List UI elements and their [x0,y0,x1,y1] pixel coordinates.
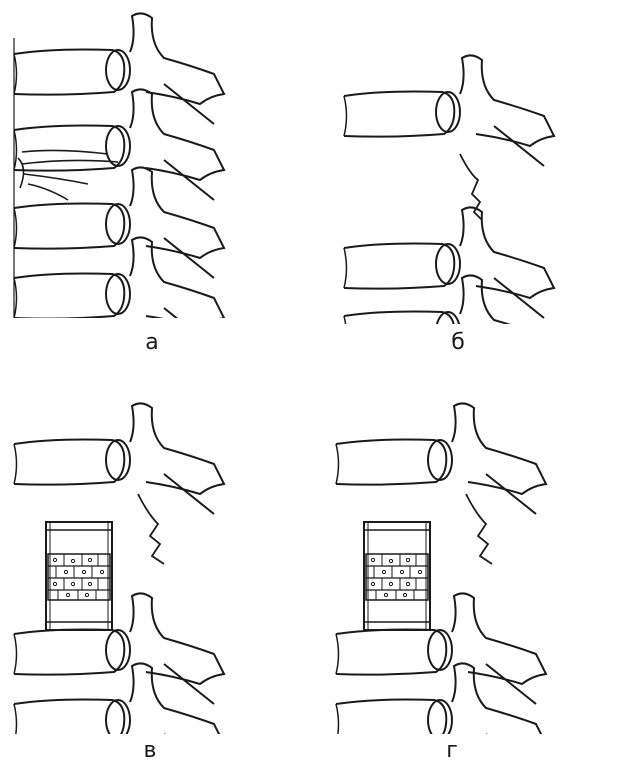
vertebra-1 [336,403,546,514]
panel-d-label: г [432,738,472,763]
panel-b-drawing [340,44,610,324]
panel-c-spine-svg [8,394,284,734]
panel-a-drawing [8,8,284,318]
cage-implant [364,522,430,630]
panel-a-label: а [132,330,172,355]
vertebra-1 [14,13,224,124]
vertebra-1 [14,403,224,514]
panel-a-spine-svg [8,8,284,318]
cage-implant [46,522,112,630]
panel-d-drawing [330,394,610,734]
panel-b-label: б [438,330,478,355]
panel-c-label: в [130,738,170,763]
panel-b-spine-svg [340,44,610,324]
panel-c-drawing [8,394,284,734]
fracture-lines [18,150,118,200]
panel-d-spine-svg [330,394,610,734]
vertebra-3 [344,207,554,318]
resection-margin [138,494,164,564]
resection-margin [466,494,492,564]
vertebra-1 [344,55,554,166]
